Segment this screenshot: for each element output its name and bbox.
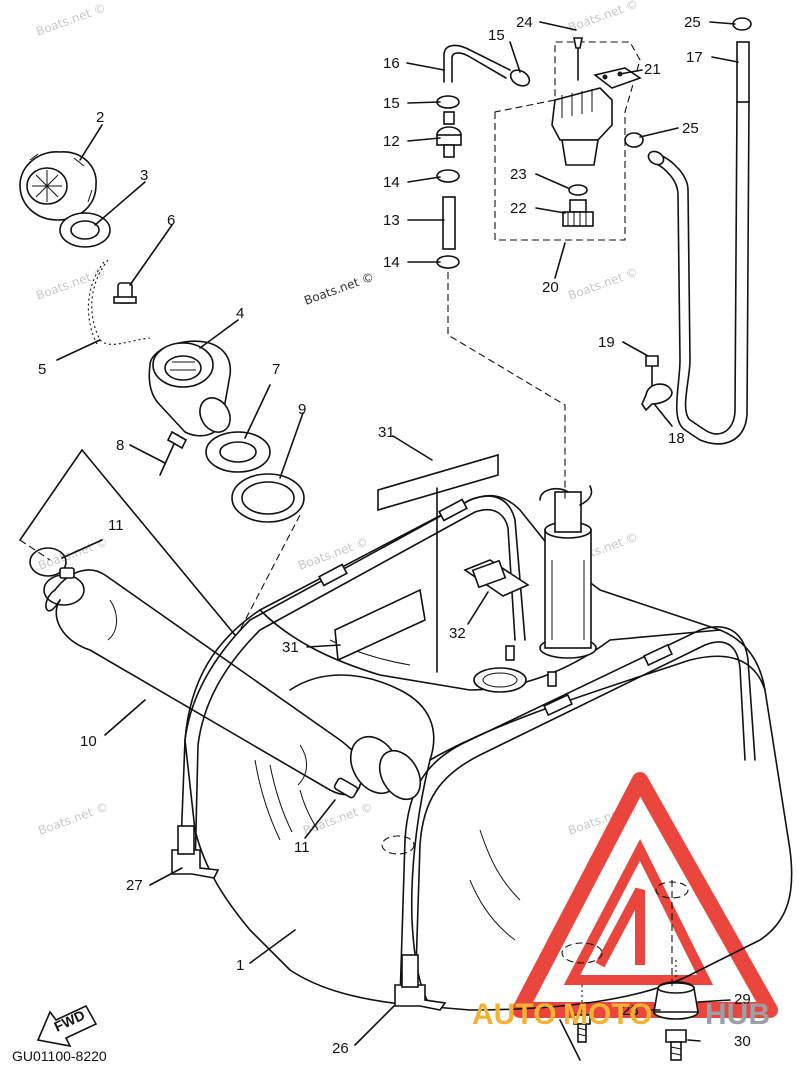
brand-part-1: AUTO <box>472 998 556 1031</box>
callout-2: 2 <box>96 109 104 126</box>
watermark: Boats.net © <box>34 265 108 303</box>
callout-14: 14 <box>383 174 400 191</box>
callout-7: 7 <box>272 361 280 378</box>
callouts: 1 2 3 4 5 6 7 8 9 10 11 11 12 13 14 14 1… <box>38 14 751 1057</box>
watermark: Boats.net © <box>36 800 110 838</box>
callout-14b: 14 <box>383 254 400 271</box>
callout-30: 30 <box>734 1033 751 1050</box>
brand-wordmark: AUTO MOTO HUB <box>472 998 770 1031</box>
callout-18: 18 <box>668 430 685 447</box>
callout-8: 8 <box>116 437 124 454</box>
callout-31b: 31 <box>282 639 299 656</box>
callout-20: 20 <box>542 279 559 296</box>
callout-13: 13 <box>383 212 400 229</box>
callout-17: 17 <box>686 49 703 66</box>
callout-27: 27 <box>126 877 143 894</box>
warning-labels <box>334 453 530 662</box>
callout-15b: 15 <box>383 95 400 112</box>
callout-5: 5 <box>38 361 46 378</box>
label-31-top <box>377 453 499 512</box>
callout-29: 29 <box>734 991 751 1008</box>
callout-3: 3 <box>140 167 148 184</box>
leader-lines <box>19 21 739 1046</box>
callout-6: 6 <box>167 212 175 229</box>
fuel-sender-unit <box>473 485 597 693</box>
brand-part-3: HUB <box>705 998 770 1031</box>
callout-4: 4 <box>236 305 244 322</box>
callout-21: 21 <box>644 61 661 78</box>
watermark: Boats.net © <box>566 0 640 35</box>
callout-31: 31 <box>378 424 395 441</box>
watermark: Boats.net © <box>34 1 108 39</box>
tank-straps <box>171 495 756 1011</box>
callout-25b: 25 <box>682 120 699 137</box>
watermark: Boats.net © <box>302 270 376 308</box>
callout-10: 10 <box>80 733 97 750</box>
label-31-side <box>334 588 426 662</box>
callout-15: 15 <box>488 27 505 44</box>
watermark: Boats.net © <box>301 800 375 838</box>
brand-part-2: MOTO <box>563 998 652 1031</box>
fwd-arrow: FWD <box>36 1004 98 1048</box>
callout-32: 32 <box>449 625 466 642</box>
watermark: Boats.net © <box>566 265 640 303</box>
callout-11: 11 <box>108 517 124 534</box>
watermark: Boats.net © <box>296 535 370 573</box>
callout-11b: 11 <box>294 839 310 856</box>
drawing-code: GU01100-8220 <box>12 1048 107 1064</box>
callout-24: 24 <box>516 14 533 31</box>
callout-26: 26 <box>332 1040 349 1057</box>
brand-logo <box>512 772 778 1018</box>
callout-16: 16 <box>383 55 400 72</box>
callout-9: 9 <box>298 401 306 418</box>
callout-28: 28 <box>622 1002 639 1019</box>
callout-12: 12 <box>383 133 400 150</box>
bottom-fasteners <box>559 960 699 1061</box>
filler-neck-parts <box>19 151 305 523</box>
callout-23: 23 <box>510 166 527 183</box>
filler-hose <box>29 547 422 801</box>
fuel-line-parts <box>436 17 752 500</box>
callout-25: 25 <box>684 14 701 31</box>
callout-1: 1 <box>236 957 244 974</box>
callout-19: 19 <box>598 334 615 351</box>
callout-22: 22 <box>510 200 527 217</box>
